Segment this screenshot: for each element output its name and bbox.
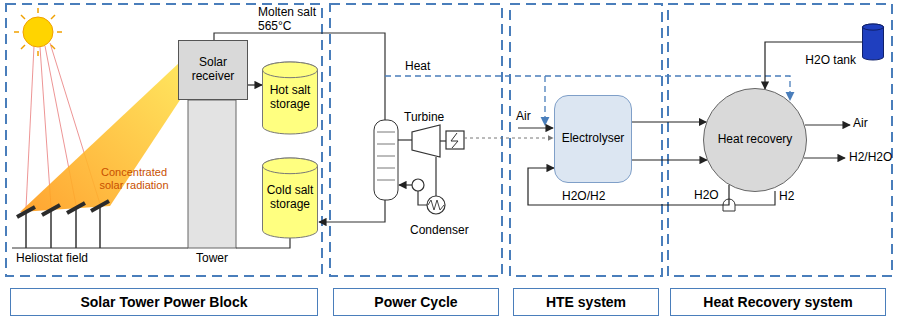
power-line [464,138,553,139]
node-text: Hot salt storage [262,84,318,112]
node-text: HTE system [546,294,626,310]
cylinder-body [863,24,884,60]
cylinder-top [263,62,318,78]
node-text: Power Cycle [374,294,457,310]
cylinder-outline [862,24,884,60]
node-text: Electrolyser [562,132,625,146]
water-tank: H2O tank [862,24,884,60]
storage-tank: Cold salt storage [262,158,318,238]
text-label: H2 [779,190,794,204]
heat-exchanger [374,120,398,200]
text-label: H2/H2O [849,151,892,165]
process-box: Electrolyser [554,95,632,183]
node-text: Heat Recovery system [703,294,852,310]
flow-arrow [632,121,706,122]
cylinder-top [263,158,318,174]
text-label: Condenser [410,224,469,238]
node-text: H2O tank [805,54,856,68]
heliostat-field [12,201,188,248]
process-box: Power Cycle [333,288,499,316]
tower [188,100,236,248]
text-label: Heliostat field [16,252,88,266]
process-box: Heat Recovery system [670,288,886,316]
process-box: HTE system [513,288,659,316]
node-text: Heat recovery [718,133,793,147]
cylinder-top [863,24,884,30]
cylinder-body [263,158,318,238]
text-label: Heat [405,60,430,74]
cylinder-body [263,62,318,134]
node-text: Solar Tower Power Block [80,294,247,310]
storage-tank: Hot salt storage [262,62,318,134]
steam-cycle [398,125,464,214]
text-label: Concentrated solar radiation [92,166,176,191]
text-label: Tower [196,252,228,266]
node-text: Solar receiver [183,56,243,84]
concentrated-beam [20,62,180,212]
process-box: Solar receiver [178,40,248,100]
node-text: Cold salt storage [262,184,318,212]
flow-arrow [632,159,707,160]
process-circle: Heat recovery [703,88,807,192]
flow-arrow [765,42,862,89]
text-label: Air [853,117,868,131]
edge-label: H2O/H2 [560,190,607,204]
sun [14,8,62,56]
text-label: Molten salt 565°C [258,6,324,34]
text-label: Turbine [404,111,444,125]
text-label: Air [516,110,531,124]
flow-arrow [248,84,262,85]
section-panels [6,4,892,276]
text-label: H2O [694,189,719,203]
process-box: Solar Tower Power Block [10,288,318,316]
